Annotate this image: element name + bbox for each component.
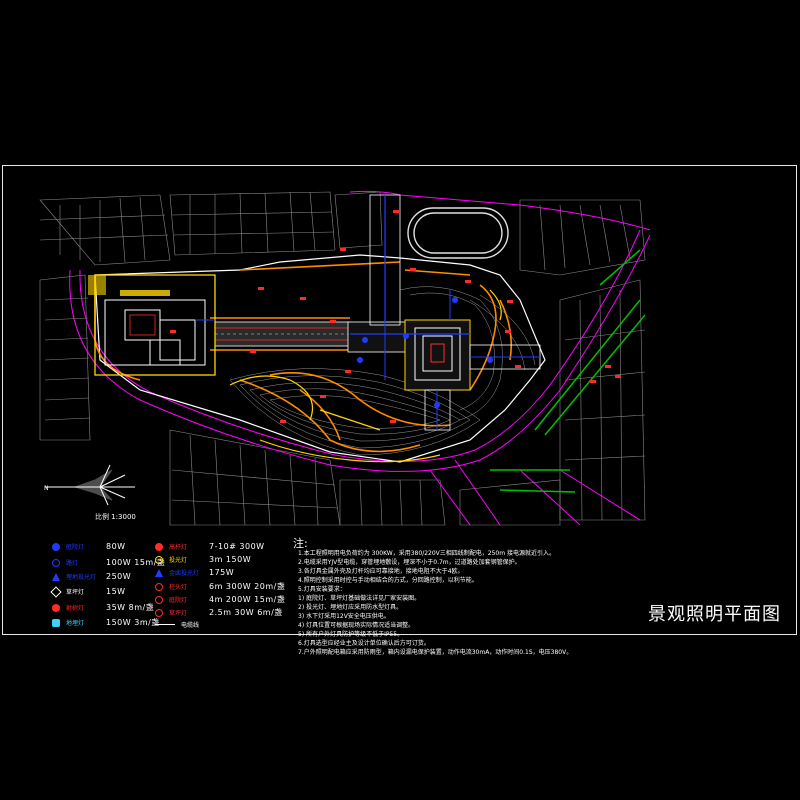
note-line: 5.灯具安装要求： [298, 586, 346, 593]
star-icon [52, 618, 60, 627]
diamond-icon [50, 585, 62, 598]
ring-icon [155, 555, 163, 564]
note-line: 4) 灯具位置可根据现场实际情况适当调整。 [298, 622, 415, 629]
legend-spec: 100W 15m/盏 [106, 558, 166, 567]
legend-name: 庭院灯 [169, 597, 188, 604]
contour-lines [229, 286, 536, 456]
legend-spec: 175W [209, 568, 235, 577]
note-line: 2) 投光灯、埋地灯应采用防水型灯具。 [298, 604, 403, 611]
legend-name: 地埋灯 [66, 620, 85, 627]
legend-name: 电缆线 [181, 622, 200, 629]
svg-text:N: N [44, 485, 49, 492]
legend-spec: 150W 3m/盏 [106, 618, 160, 627]
ring-icon [155, 608, 163, 617]
central-axis [214, 194, 541, 431]
legend-item: 射树灯 35W 8m/盏 [52, 602, 154, 613]
park-outline [94, 254, 546, 463]
filled-circle-icon [155, 542, 163, 551]
legend-item: 草坪灯 15W [50, 585, 126, 598]
legend-name: 埋地投光灯 [66, 574, 97, 581]
north-arrow-icon: N [44, 464, 135, 506]
note-line: 6.灯具选型应经业主及设计单位确认后方可订货。 [298, 640, 430, 647]
note-line: 1.本工程照明用电负荷约为 300KW，采用380/220V三相四线制配电，25… [298, 550, 555, 557]
triangle-icon [52, 572, 60, 581]
note-line: 1) 庭院灯、草坪灯基础做法详见厂家安装图。 [298, 595, 421, 602]
legend-name: 庭院灯 [66, 544, 85, 551]
legend-item: 埋地投光灯 250W [52, 572, 131, 581]
legend-item: 草坪灯 2.5m 30W 6m/盏 [155, 607, 283, 618]
green-lines [490, 249, 646, 493]
filled-circle-icon [52, 542, 60, 551]
ring-icon [155, 582, 163, 591]
note-line: 7.户外照明配电箱应采用防雨型，箱内设漏电保护装置，动作电流30mA，动作时间0… [298, 649, 573, 656]
legend-spec: 7-10# 300W [209, 542, 265, 551]
legend-name: 草坪灯 [169, 610, 188, 617]
note-line: 3) 水下灯采用12V安全电压供电。 [298, 613, 390, 620]
notes-heading: 注: [293, 537, 308, 550]
legend-item: 投光灯 3m 150W [155, 555, 251, 564]
drawing-title: 景观照明平面图 [648, 604, 781, 625]
legend-name: 柱头灯 [169, 584, 188, 591]
legend-item: 地埋灯 150W 3m/盏 [52, 617, 160, 628]
note-line: 3.各灯具金属外壳及灯杆均应可靠接地，接地电阻不大于4欧。 [298, 568, 464, 575]
line-icon [155, 624, 175, 625]
legend-name: 金卤投光灯 [169, 570, 200, 577]
legend-spec: 6m 300W 20m/盏 [209, 582, 286, 591]
legend-item: 路灯 100W 15m/盏 [52, 557, 165, 568]
road-boundaries [69, 190, 651, 526]
legend-spec: 3m 150W [209, 555, 252, 564]
legend-item: 电缆线 [155, 620, 221, 629]
ring-icon [52, 558, 60, 567]
legend-item: 庭院灯 4m 200W 15m/盏 [155, 594, 285, 605]
lamp-markers [170, 210, 621, 423]
city-blocks [39, 191, 646, 526]
ring-icon [155, 595, 163, 604]
note-line: 2.电缆采用YJV型电缆，穿管埋地敷设，埋深不小于0.7m，过道路处加套钢管保护… [298, 559, 521, 566]
running-track [407, 207, 509, 259]
note-line: 5) 所有户外灯具防护等级不低于IP55。 [298, 631, 404, 638]
legend-name: 射树灯 [66, 605, 85, 612]
drawing-frame [2, 165, 797, 635]
legend-item: 金卤投光灯 175W [155, 568, 234, 577]
park-paths [94, 261, 513, 453]
legend-spec: 15W [106, 587, 126, 596]
legend-spec: 35W 8m/盏 [106, 603, 155, 612]
legend-item: 柱头灯 6m 300W 20m/盏 [155, 581, 285, 592]
legend-spec: 2.5m 30W 6m/盏 [209, 608, 283, 617]
legend-name: 高杆灯 [169, 544, 188, 551]
legend-item: 庭院灯 80W [52, 542, 126, 551]
triangle-icon [155, 568, 163, 577]
legend-spec: 80W [106, 542, 126, 551]
yellow-paths [229, 289, 502, 463]
legend-name: 草坪灯 [66, 589, 85, 596]
legend-item: 高杆灯 7-10# 300W [155, 542, 265, 551]
note-line: 4.照明控制采用时控与手动相结合的方式，分回路控制，以利节能。 [298, 577, 478, 584]
west-building [88, 274, 216, 376]
dot-icon [52, 603, 60, 612]
legend-name: 路灯 [66, 560, 79, 567]
blue-lamps [357, 297, 493, 408]
legend-spec: 4m 200W 15m/盏 [209, 595, 286, 604]
scale-label: 比例 1:3000 [95, 513, 136, 521]
legend-name: 投光灯 [169, 557, 188, 564]
legend-spec: 250W [106, 572, 132, 581]
